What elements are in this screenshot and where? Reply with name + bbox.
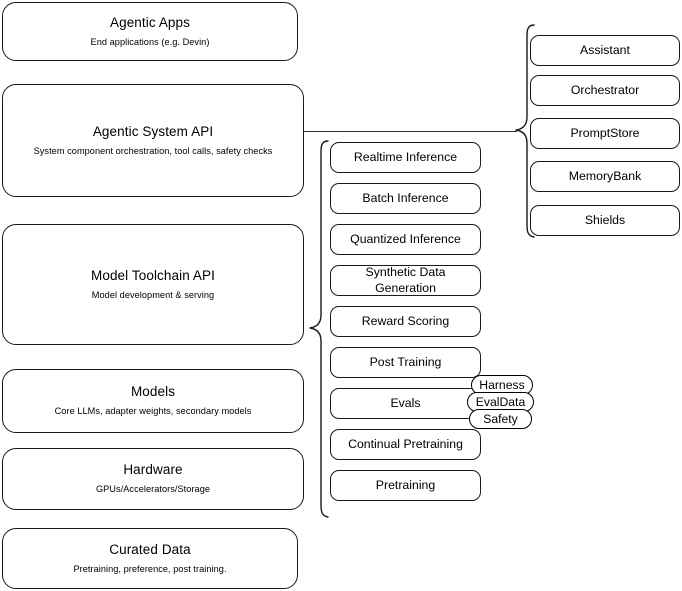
layer-subtitle: GPUs/Accelerators/Storage [95, 484, 211, 495]
layer-subtitle: Pretraining, preference, post training. [73, 563, 227, 574]
layer-title: Agentic Apps [109, 14, 190, 30]
eval-pill-label: Harness [479, 377, 525, 392]
eval-pill-evaldata[interactable]: EvalData [467, 392, 534, 412]
system-box-orchestrator[interactable]: Orchestrator [530, 75, 680, 106]
layer-subtitle: Model development & serving [91, 289, 215, 300]
layer-box-hardware[interactable]: Hardware GPUs/Accelerators/Storage [2, 448, 304, 510]
system-box-shields[interactable]: Shields [530, 205, 680, 236]
system-box-assistant[interactable]: Assistant [530, 35, 680, 66]
layer-box-agentic-apps[interactable]: Agentic Apps End applications (e.g. Devi… [2, 2, 298, 61]
eval-pill-label: EvalData [475, 394, 526, 409]
toolchain-box-batch-inference[interactable]: Batch Inference [330, 183, 481, 214]
toolchain-box-quantized-inference[interactable]: Quantized Inference [330, 224, 481, 255]
brace-toolchain [309, 140, 329, 518]
toolchain-box-synthetic-data-generation[interactable]: Synthetic Data Generation [330, 265, 481, 296]
layer-box-curated-data[interactable]: Curated Data Pretraining, preference, po… [2, 528, 298, 589]
system-label: Orchestrator [570, 82, 640, 97]
layer-subtitle: Core LLMs, adapter weights, secondary mo… [54, 406, 252, 417]
toolchain-label: Continual Pretraining [348, 436, 463, 451]
layer-title: Agentic System API [92, 123, 214, 139]
brace-system-components [515, 24, 535, 238]
toolchain-label: Evals [390, 395, 421, 410]
system-box-memorybank[interactable]: MemoryBank [530, 161, 680, 192]
system-label: Assistant [580, 42, 630, 57]
system-label: Shields [584, 212, 626, 227]
toolchain-label: Reward Scoring [361, 313, 450, 328]
eval-pill-harness[interactable]: Harness [471, 375, 533, 395]
system-label: PromptStore [570, 125, 640, 140]
toolchain-box-realtime-inference[interactable]: Realtime Inference [330, 142, 481, 173]
toolchain-box-pretraining[interactable]: Pretraining [330, 470, 481, 501]
toolchain-box-evals[interactable]: Evals [330, 388, 481, 419]
toolchain-label: Pretraining [375, 477, 436, 492]
toolchain-label: Batch Inference [362, 190, 449, 205]
layer-title: Curated Data [109, 541, 191, 557]
system-box-promptstore[interactable]: PromptStore [530, 118, 680, 149]
layer-box-model-toolchain-api[interactable]: Model Toolchain API Model development & … [2, 224, 304, 345]
system-label: MemoryBank [568, 168, 642, 183]
eval-pill-safety[interactable]: Safety [469, 409, 532, 429]
eval-pill-label: Safety [483, 411, 518, 426]
toolchain-label: Synthetic Data Generation [365, 265, 446, 295]
toolchain-box-reward-scoring[interactable]: Reward Scoring [330, 306, 481, 337]
toolchain-label: Post Training [369, 354, 442, 369]
layer-title: Hardware [123, 462, 183, 478]
toolchain-box-post-training[interactable]: Post Training [330, 347, 481, 378]
toolchain-box-continual-pretraining[interactable]: Continual Pretraining [330, 429, 481, 460]
connector-line-system-api [304, 131, 517, 132]
toolchain-label: Realtime Inference [353, 149, 458, 164]
layer-box-agentic-system-api[interactable]: Agentic System API System component orch… [2, 84, 304, 197]
toolchain-label: Quantized Inference [350, 231, 461, 246]
layer-title: Model Toolchain API [91, 267, 215, 283]
layer-box-models[interactable]: Models Core LLMs, adapter weights, secon… [2, 369, 304, 433]
layer-subtitle: End applications (e.g. Devin) [90, 36, 210, 47]
layer-title: Models [130, 384, 176, 400]
layer-subtitle: System component orchestration, tool cal… [33, 145, 273, 156]
